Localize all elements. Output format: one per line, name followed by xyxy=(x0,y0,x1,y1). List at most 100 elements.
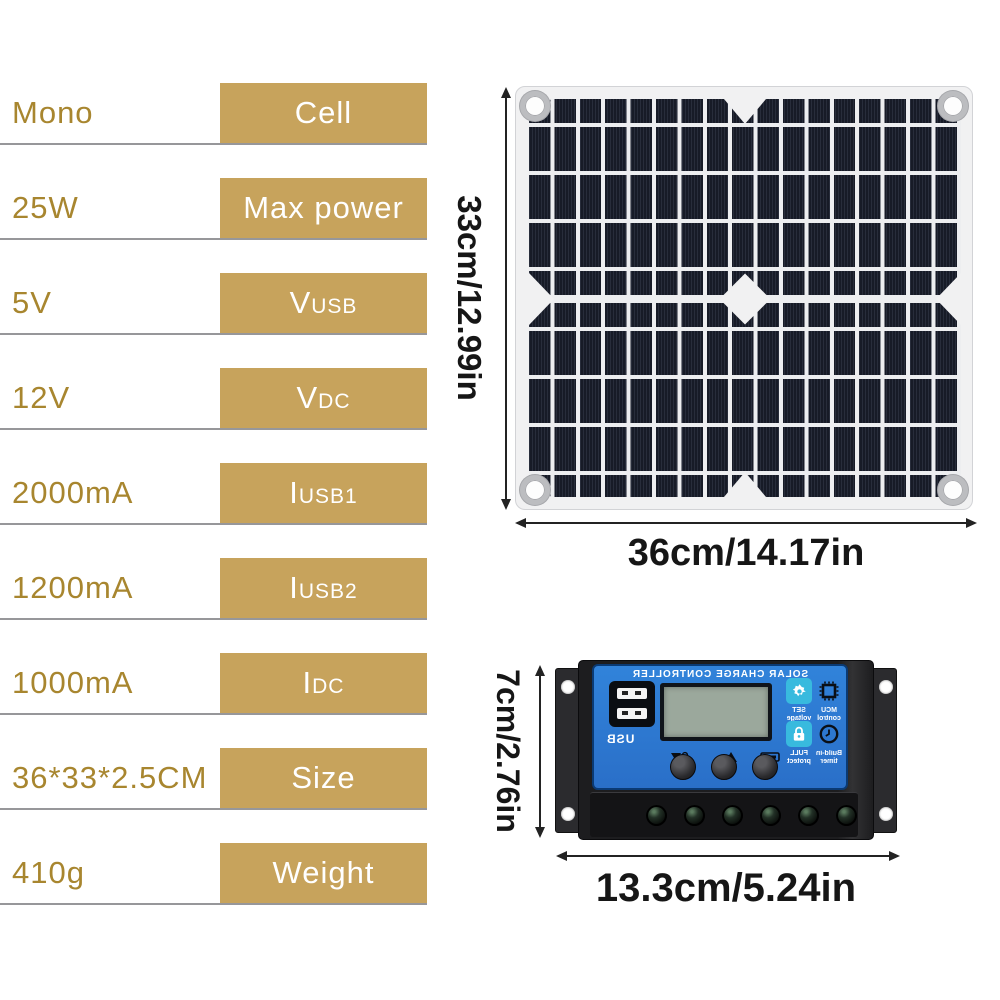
spec-label-badge: VDC xyxy=(220,368,427,428)
mounting-hole-icon xyxy=(561,680,575,694)
spec-row-iusb2: 1200mA IUSB2 xyxy=(0,558,427,620)
panel-grommet-icon xyxy=(938,475,968,505)
spec-label-sub: USB1 xyxy=(298,485,358,508)
badge-label-line1: Build-in xyxy=(815,750,843,757)
panel-center-diamond xyxy=(719,273,771,325)
badge-label-line1: MCU xyxy=(821,707,837,714)
arrow-head-up-icon xyxy=(501,87,511,98)
mounting-hole-icon xyxy=(879,680,893,694)
usb-pin xyxy=(622,691,628,695)
spec-row-idc: 1000mA IDC xyxy=(0,653,427,715)
spec-value: 1200mA xyxy=(12,570,134,605)
arrow-head-left-icon xyxy=(556,851,567,861)
spec-label-main: Max power xyxy=(243,190,404,225)
panel-height-dimension-label: 33cm/12.99in xyxy=(451,195,488,401)
terminal-screw xyxy=(684,805,705,826)
spec-label-sub: DC xyxy=(312,675,345,698)
solar-panel-image xyxy=(515,86,973,510)
controller-button xyxy=(711,754,737,780)
panel-grommet-icon xyxy=(520,475,550,505)
controller-height-dimension-label: 7cm/2.76in xyxy=(490,669,526,833)
spec-label-badge: Size xyxy=(220,748,427,808)
panel-right-notch xyxy=(936,273,961,325)
usb-pin xyxy=(635,691,641,695)
panel-width-dimension-arrow xyxy=(515,518,977,528)
spec-label-badge: Max power xyxy=(220,178,427,238)
spec-row-weight: 410g Weight xyxy=(0,843,427,905)
spec-row-cell: Mono Cell xyxy=(0,83,427,145)
terminal-screw xyxy=(646,805,667,826)
arrow-head-right-icon xyxy=(889,851,900,861)
spec-value: 5V xyxy=(12,285,52,320)
spec-label-main: V xyxy=(296,380,319,415)
spec-label-main: I xyxy=(289,570,299,605)
lcd-screen xyxy=(660,683,772,741)
spec-label-main: I xyxy=(302,665,313,700)
usb-pin xyxy=(622,711,628,715)
spec-label-sub: USB xyxy=(311,295,358,318)
gear-icon xyxy=(786,678,812,704)
spec-label-main: Size xyxy=(291,760,356,795)
controller-mount-flange xyxy=(871,668,897,833)
arrow-head-down-icon xyxy=(535,827,545,838)
spec-label-badge: VUSB xyxy=(220,273,427,333)
spec-label-badge: Cell xyxy=(220,83,427,143)
spec-label-sub: USB2 xyxy=(298,580,358,603)
panel-width-dimension-label: 36cm/14.17in xyxy=(627,532,865,574)
controller-height-dimension-arrow xyxy=(535,665,545,838)
lock-icon xyxy=(786,721,812,747)
spec-row-vdc: 12V VDC xyxy=(0,368,427,430)
spec-value: 2000mA xyxy=(12,475,134,510)
spec-label-main: Cell xyxy=(294,95,353,130)
spec-label-badge: IDC xyxy=(220,653,427,713)
controller-button xyxy=(670,754,696,780)
usb-port-b-icon xyxy=(617,708,647,719)
spec-label-main: I xyxy=(289,475,299,510)
spec-label-main: V xyxy=(289,285,312,320)
solar-cells-grid xyxy=(529,99,961,497)
spec-label-badge: IUSB1 xyxy=(220,463,427,523)
panel-grommet-icon xyxy=(938,91,968,121)
usb-logo: USB xyxy=(606,732,635,746)
arrow-head-right-icon xyxy=(966,518,977,528)
clock-icon xyxy=(816,721,842,747)
spec-label-main: Weight xyxy=(272,855,375,890)
controller-face-panel: SOLAR CHARGE CONTROLLER USB xyxy=(592,664,848,790)
controller-width-dimension-label: 13.3cm/5.24in xyxy=(595,866,857,910)
panel-bottom-notch xyxy=(724,472,766,497)
spec-value: 1000mA xyxy=(12,665,134,700)
controller-button xyxy=(752,754,778,780)
panel-left-notch xyxy=(529,273,554,325)
panel-top-notch xyxy=(724,99,766,124)
spec-row-vusb: 5V VUSB xyxy=(0,273,427,335)
badge-label-line2: timer xyxy=(820,758,838,765)
mounting-hole-icon xyxy=(879,807,893,821)
spec-label-badge: IUSB2 xyxy=(220,558,427,618)
arrow-head-down-icon xyxy=(501,499,511,510)
panel-grommet-icon xyxy=(520,91,550,121)
spec-row-size: 36*33*2.5CM Size xyxy=(0,748,427,810)
usb-ports xyxy=(609,681,655,727)
arrow-head-up-icon xyxy=(535,665,545,676)
terminal-screw xyxy=(722,805,743,826)
spec-label-badge: Weight xyxy=(220,843,427,903)
spec-value: Mono xyxy=(12,95,94,130)
terminal-screw xyxy=(836,805,857,826)
mcu-icon xyxy=(816,678,842,704)
arrow-head-left-icon xyxy=(515,518,526,528)
terminal-block xyxy=(590,792,858,837)
badge-label: Build-in timer xyxy=(809,750,849,766)
spec-row-max-power: 25W Max power xyxy=(0,178,427,240)
spec-value: 25W xyxy=(12,190,79,225)
mounting-hole-icon xyxy=(561,807,575,821)
usb-port-a-icon xyxy=(617,688,647,699)
usb-pin xyxy=(635,711,641,715)
terminal-screw xyxy=(760,805,781,826)
spec-value: 410g xyxy=(12,855,85,890)
spec-row-iusb1: 2000mA IUSB1 xyxy=(0,463,427,525)
spec-label-sub: DC xyxy=(318,390,351,413)
spec-table: Mono Cell 25W Max power 5V VUSB 12V VDC … xyxy=(0,83,427,938)
controller-width-dimension-arrow xyxy=(556,851,900,861)
spec-value: 36*33*2.5CM xyxy=(12,760,208,795)
